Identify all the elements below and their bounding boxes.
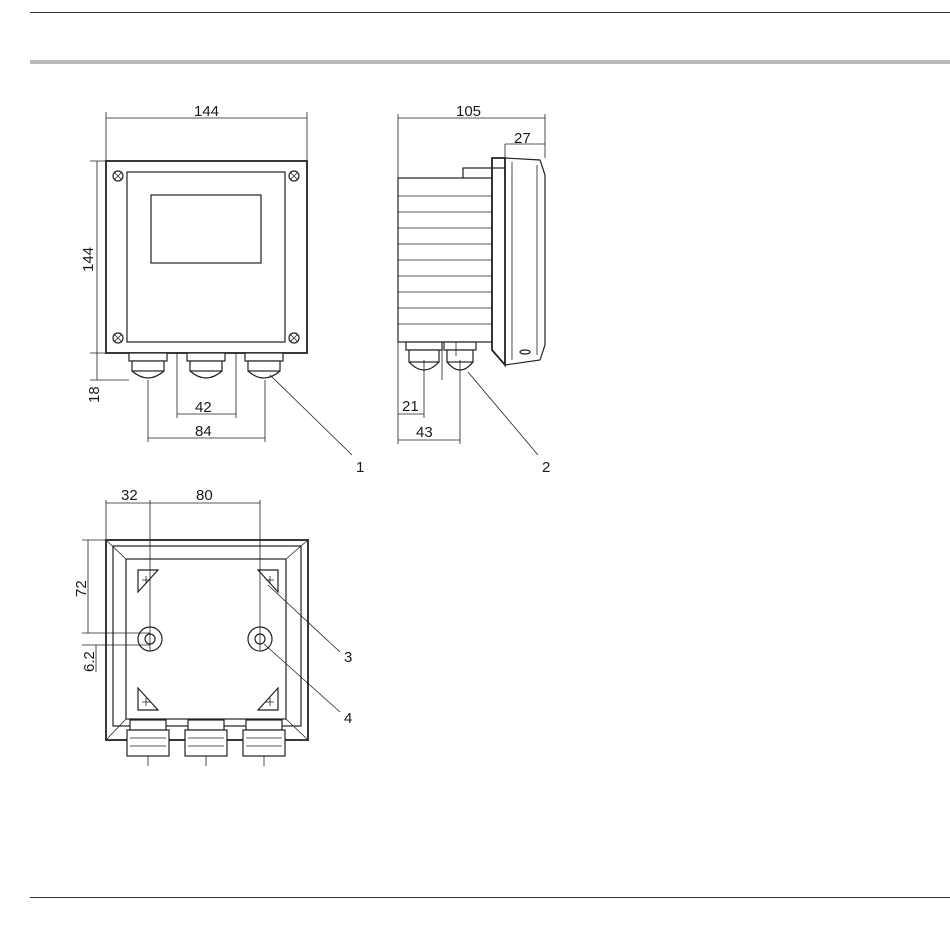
display-window <box>151 195 261 263</box>
rear-hole-diameter-label: 6.2 <box>81 651 98 672</box>
callout-4: 4 <box>344 710 352 727</box>
screw-icon <box>113 171 299 343</box>
callout-3: 3 <box>344 649 352 666</box>
cable-gland-icon <box>127 720 285 766</box>
rear-view: 32 80 72 6.2 3 4 <box>73 487 352 766</box>
front-view: 144 144 18 42 84 1 <box>80 103 364 476</box>
cable-gland-icon <box>406 342 476 380</box>
mounting-triangle-icon <box>138 570 278 710</box>
callout-1: 1 <box>356 459 364 476</box>
side-bezel <box>492 158 505 365</box>
side-view: 105 27 21 43 2 <box>398 103 550 476</box>
side-gland-offset-2-label: 43 <box>416 424 433 441</box>
front-gland-depth-label: 18 <box>86 386 103 403</box>
side-gland-offset-1-label: 21 <box>402 398 419 415</box>
rear-left-offset-label: 32 <box>121 487 138 504</box>
rear-hole-spacing-label: 80 <box>196 487 213 504</box>
front-height-label: 144 <box>80 247 97 272</box>
latch-icon <box>520 350 530 354</box>
mounting-hole-icon <box>138 627 272 651</box>
side-front-depth-label: 27 <box>514 130 531 147</box>
front-inner-spacing-label: 42 <box>195 399 212 416</box>
front-housing <box>106 161 307 353</box>
callout-2: 2 <box>542 459 550 476</box>
front-width-label: 144 <box>194 103 219 120</box>
cable-gland-icon <box>129 353 283 378</box>
rear-vertical-offset-label: 72 <box>73 580 90 597</box>
front-outer-spacing-label: 84 <box>195 423 212 440</box>
side-depth-label: 105 <box>456 103 481 120</box>
